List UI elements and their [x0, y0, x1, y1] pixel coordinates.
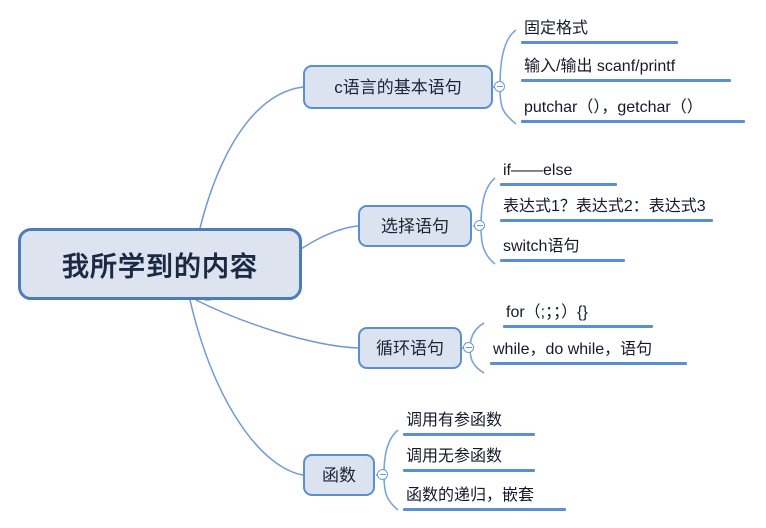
branch-node-2[interactable]: 选择语句: [358, 205, 472, 247]
wire-root-to-branch-3: [195, 299, 359, 349]
leaf-item-3-2[interactable]: while，do while，语句: [490, 340, 687, 365]
leaf-item-2-2-rule: [500, 219, 713, 222]
leaf-item-4-3[interactable]: 函数的递归，嵌套: [403, 486, 566, 511]
leaf-item-4-1-rule: [403, 433, 535, 436]
leaf-item-4-3-rule: [403, 508, 566, 511]
leaf-item-3-1-label: for（;；；）{}: [506, 304, 588, 321]
root-node-label: 我所学到的内容: [62, 251, 258, 282]
leaf-item-2-3-rule: [500, 259, 625, 262]
leaf-item-1-1-rule: [521, 41, 678, 44]
leaf-item-3-1-rule: [503, 325, 653, 328]
collapse-minus-icon-branch-2[interactable]: [474, 220, 485, 231]
leaf-item-4-2-label: 调用无参函数: [406, 448, 503, 465]
branch-node-3[interactable]: 循环语句: [358, 327, 462, 369]
leaf-item-1-2-label: 输入/输出 scanf/printf: [524, 58, 676, 75]
leaf-item-2-1-rule: [500, 183, 617, 186]
leaf-item-2-1-label: if——else: [503, 162, 573, 179]
branch-node-4[interactable]: 函数: [303, 454, 375, 496]
leaf-item-1-2[interactable]: 输入/输出 scanf/printf: [521, 57, 731, 82]
leaf-item-4-1-label: 调用有参函数: [406, 412, 503, 429]
leaf-item-1-2-rule: [521, 79, 731, 82]
leaf-item-4-3-label: 函数的递归，嵌套: [406, 487, 535, 504]
collapse-minus-icon-branch-1[interactable]: [494, 81, 505, 92]
leaf-item-1-3-label: putchar（），getchar（）: [524, 99, 703, 116]
wire-root-to-branch-4: [189, 299, 304, 476]
leaf-item-1-1-label: 固定格式: [524, 20, 589, 37]
leaf-item-2-1[interactable]: if——else: [500, 161, 617, 186]
leaf-item-4-2-rule: [403, 469, 535, 472]
branch-node-1-label: c语言的基本语句: [334, 77, 462, 97]
bracket-branch-1: [499, 29, 517, 125]
leaf-item-1-1[interactable]: 固定格式: [521, 19, 678, 44]
branch-node-3-label: 循环语句: [376, 338, 444, 358]
leaf-item-1-3[interactable]: putchar（），getchar（）: [521, 98, 745, 123]
leaf-item-4-1[interactable]: 调用有参函数: [403, 411, 535, 436]
collapse-minus-icon-branch-4[interactable]: [377, 469, 388, 480]
leaf-item-2-3[interactable]: switch语句: [500, 237, 625, 262]
branch-node-1[interactable]: c语言的基本语句: [303, 65, 493, 109]
root-node[interactable]: 我所学到的内容: [18, 228, 302, 300]
branch-node-4-label: 函数: [322, 465, 356, 485]
leaf-item-2-2-label: 表达式1？表达式2：表达式3: [503, 198, 706, 215]
leaf-item-4-2[interactable]: 调用无参函数: [403, 447, 535, 472]
leaf-item-3-1[interactable]: for（;；；）{}: [503, 303, 653, 328]
leaf-item-2-3-label: switch语句: [503, 238, 580, 255]
branch-node-2-label: 选择语句: [381, 216, 449, 236]
collapse-minus-icon-branch-3[interactable]: [463, 342, 474, 353]
leaf-item-3-2-rule: [490, 362, 687, 365]
leaf-item-1-3-rule: [521, 120, 745, 123]
leaf-item-3-2-label: while，do while，语句: [493, 341, 653, 358]
leaf-item-2-2[interactable]: 表达式1？表达式2：表达式3: [500, 197, 713, 222]
